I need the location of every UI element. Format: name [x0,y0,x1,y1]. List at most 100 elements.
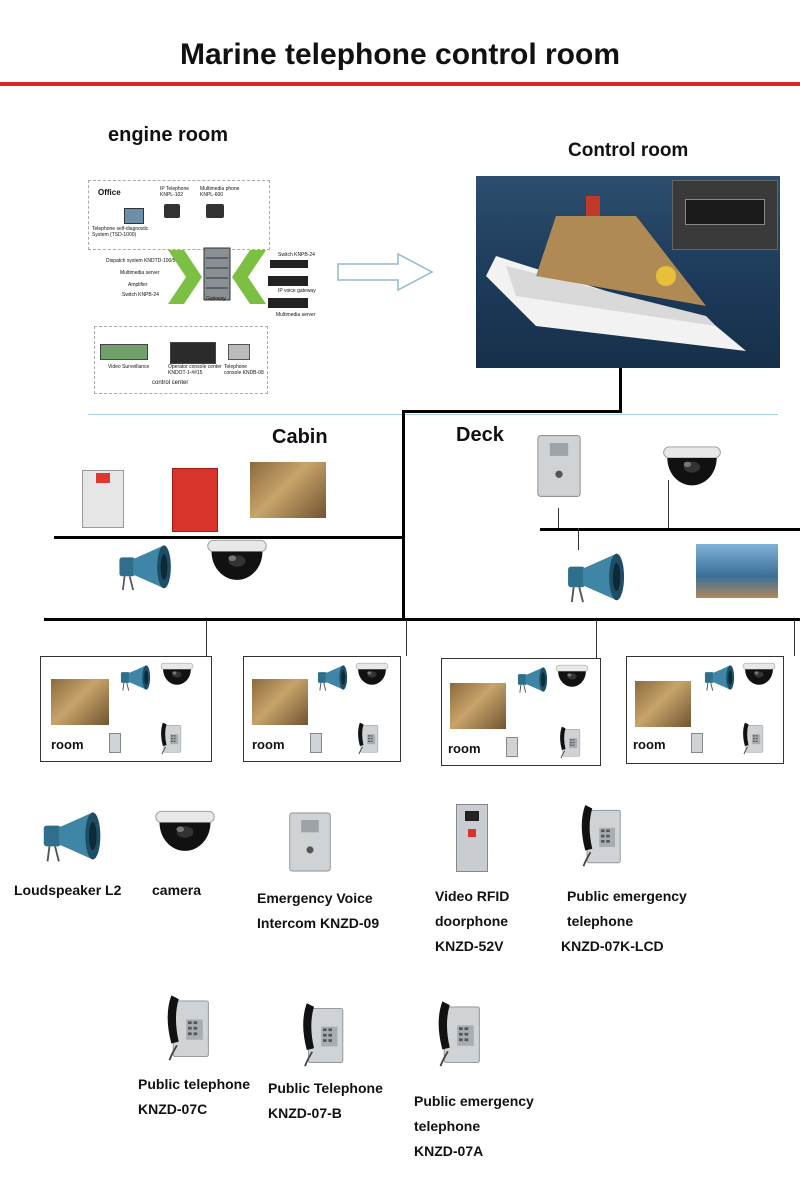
loudspeaker-icon [516,663,550,695]
control-room-inset-photo [672,180,778,250]
camera-icon [354,661,390,689]
alarm-intercom-icon [82,470,124,528]
room-box-3: room [441,658,601,766]
operator-console-icon [170,342,216,364]
product-label: Loudspeaker L2 [14,882,122,898]
switch-label: Switch KNPB-24 [122,292,159,298]
room-photo [51,679,109,725]
amplifier-label: Amplifier [128,282,148,288]
loudspeaker-icon [119,661,153,693]
main-bus-line [44,618,800,621]
page-title: Marine telephone control room [179,38,621,71]
multimedia-server-icon [268,298,308,308]
title-underline [0,82,800,86]
telephone-icon [158,988,218,1062]
control-center-group [94,326,268,394]
telephone-icon [292,996,354,1068]
room-label: room [252,737,285,752]
intercom-icon [536,424,582,508]
telephone-icon [428,994,490,1068]
telephone-console-icon [228,344,250,360]
deck-heading: Deck [456,424,504,446]
telephone-icon [157,719,185,755]
video-surveillance-label: Video Surveillance [108,364,150,370]
intercom-icon [691,733,703,753]
emergency-phone-icon [172,468,218,532]
cruise-ship-icon [486,196,746,351]
camera-icon [660,444,724,492]
cabin-bus-line [54,536,402,539]
video-wall-icon [100,344,148,360]
room-photo [450,683,506,729]
control-center-label: control center [152,380,189,386]
multimedia-server-right-label: Multimedia server [276,312,316,318]
connector-line [578,528,579,550]
self-diagnostic-label: Telephone self-diagnostic System (TSD-10… [92,226,149,238]
telephone-console-label: Telephone console KNDB-08 [224,364,264,376]
telephone-icon [739,719,767,755]
doorphone-icon [456,804,488,872]
multimedia-phone-label: Multimedia phone KNPL-600 [200,186,240,198]
room-box-4: room [626,656,784,764]
office-label: Office [98,188,121,197]
telephone-icon [556,723,584,759]
loudspeaker-icon [703,661,737,693]
loudspeaker-icon [564,548,630,604]
loudspeaker-icon [40,806,106,864]
room-box-2: room [243,656,401,762]
intercom-icon [310,733,322,753]
ip-gateway-icon [268,276,308,286]
room-label: room [448,741,481,756]
connector-line [206,620,207,656]
telephone-icon [354,719,382,755]
control-room-heading: Control room [568,140,689,161]
ip-telephone-icon [164,204,180,218]
room-label: room [633,737,666,752]
connector-line [558,508,559,528]
camera-icon [159,661,195,689]
connector-line [668,480,669,528]
room-photo [635,681,691,727]
deck-bus-line [540,528,800,531]
connector-line [402,410,405,620]
gateway-label: Gateway [206,296,226,302]
connector-line [596,620,597,658]
engine-room-heading: engine room [108,124,229,146]
multimedia-phone-icon [206,204,224,218]
connector-line [619,368,622,413]
camera-icon [554,663,590,691]
monitor-icon [124,208,144,224]
camera-icon [204,538,270,586]
camera-icon [741,661,777,689]
intercom-icon [506,737,518,757]
ip-gateway-label: IP voice gateway [278,288,316,294]
product-label: camera [152,882,202,898]
connector-line [402,410,622,413]
room-label: room [51,737,84,752]
connector-line [406,620,407,656]
arrow-right-icon [337,252,434,292]
switch-right-label: Switch KNPB-24 [278,252,315,258]
deck-photo [696,544,778,598]
server-rack-icon [168,247,266,304]
connector-line [794,620,795,656]
cruise-ship-photo [476,176,780,368]
intercom-icon [288,800,332,884]
loudspeaker-icon [316,661,350,693]
multimedia-server-label: Multimedia server [120,270,160,276]
room-box-1: room [40,656,212,762]
cabin-heading: Cabin [272,426,328,448]
section-separator [88,414,778,415]
ip-telephone-label: IP Telephone KNPL-102 [160,186,190,198]
switch-device-icon [270,260,308,268]
operator-console-label: Operator console center KNDOT-1-##15 [168,364,222,376]
office-group [88,180,270,250]
dispatch-system-label: Dispatch system KNDTD-100/500 [106,258,182,264]
intercom-icon [109,733,121,753]
